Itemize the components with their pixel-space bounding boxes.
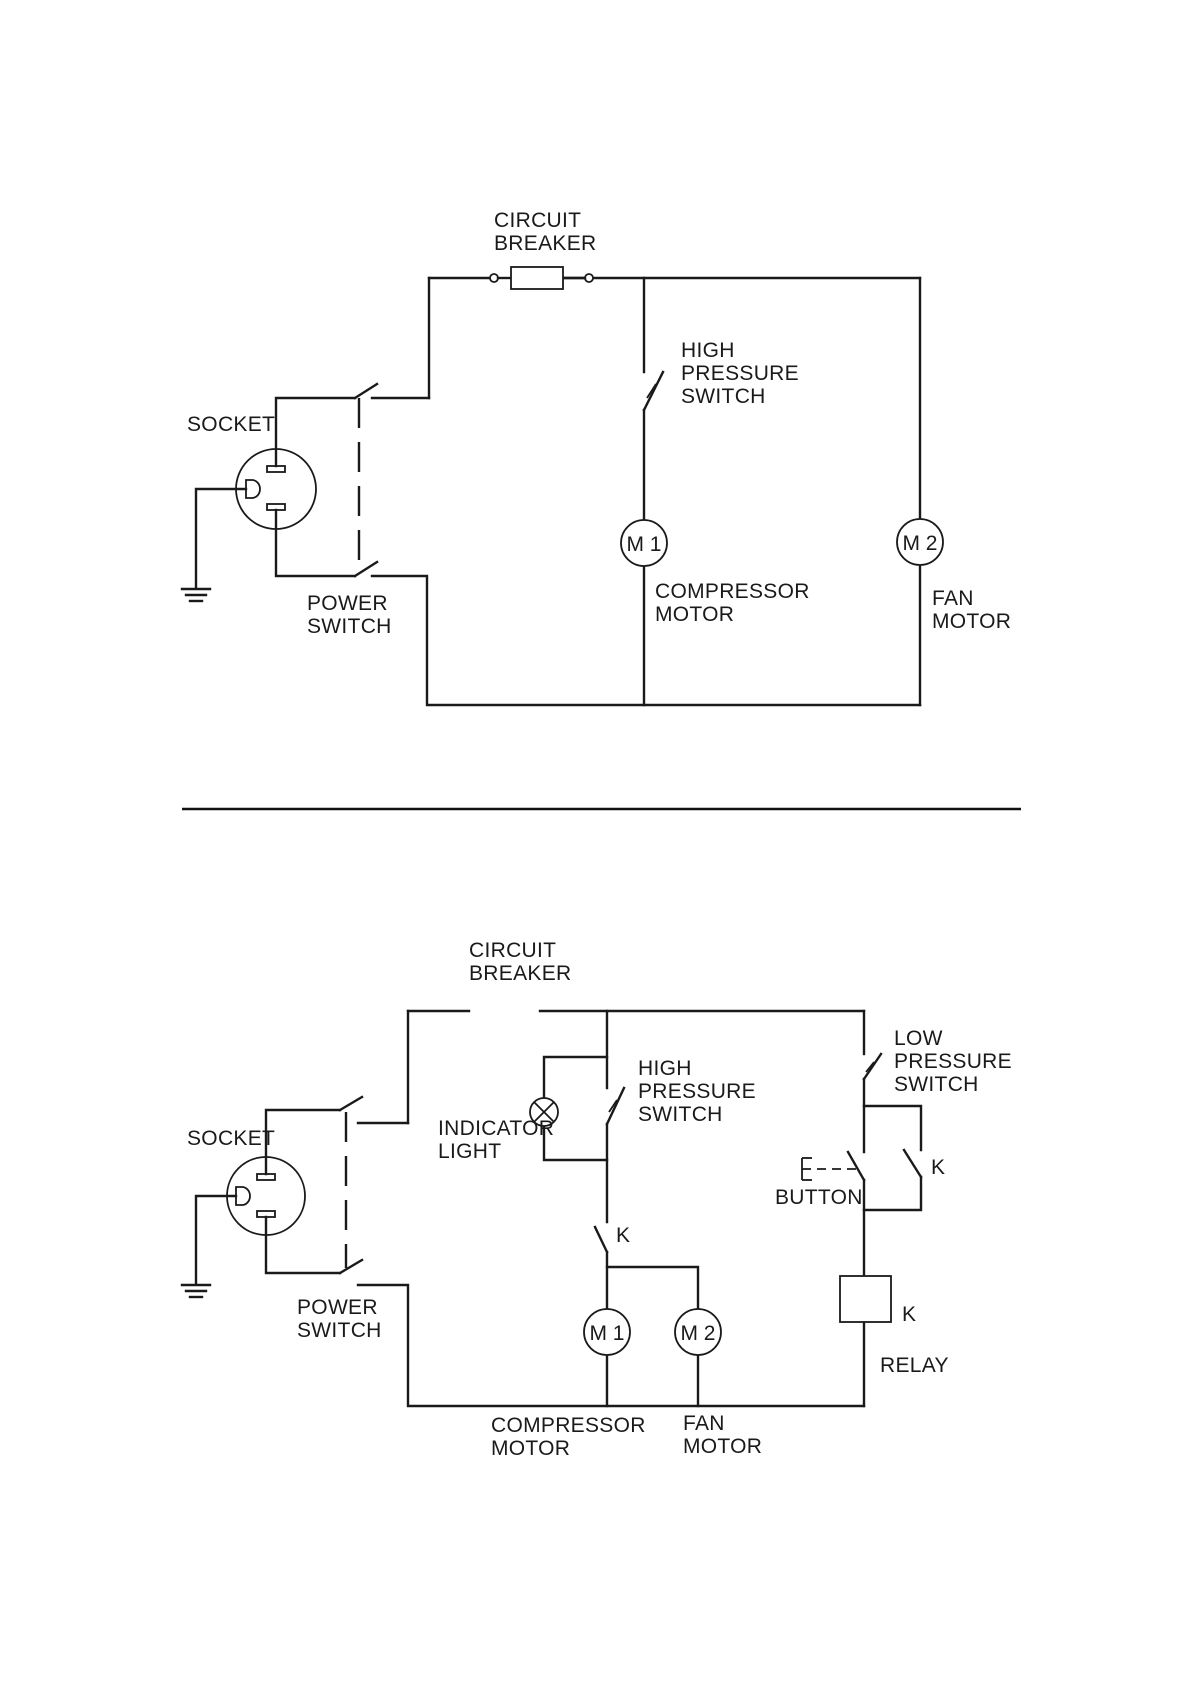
- top-power-switch: [355, 384, 377, 576]
- top-socket-label: SOCKET: [187, 413, 275, 436]
- bottom-circuit-breaker-label: CIRCUIT BREAKER: [469, 939, 571, 985]
- bottom-low-pressure-switch-label: LOW PRESSURE SWITCH: [894, 1027, 1012, 1096]
- bottom-button-label: BUTTON: [775, 1186, 863, 1209]
- bottom-power-switch-label: POWER SWITCH: [297, 1296, 382, 1342]
- top-motor2-text: M 2: [902, 532, 937, 555]
- bottom-relay-coil: [840, 1276, 891, 1322]
- bottom-fan-motor-label: FAN MOTOR: [683, 1412, 762, 1458]
- bottom-compressor-contact-k: [595, 1227, 607, 1252]
- bottom-relay-coil-k-label: K: [902, 1303, 916, 1326]
- bottom-button: [802, 1152, 864, 1180]
- bottom-ground-symbol: [182, 1285, 210, 1297]
- bottom-relay-hold-k-label: K: [931, 1156, 945, 1179]
- bottom-indicator-light-label: INDICATOR LIGHT: [438, 1117, 554, 1163]
- top-circuit: [182, 267, 943, 705]
- bottom-low-pressure-switch: [864, 1054, 881, 1079]
- bottom-wire-hold-loop: [864, 1106, 921, 1210]
- bottom-socket-label: SOCKET: [187, 1127, 275, 1150]
- bottom-relay-label: RELAY: [880, 1354, 949, 1377]
- bottom-motor2-text: M 2: [680, 1322, 715, 1345]
- top-fan-motor-label: FAN MOTOR: [932, 587, 1011, 633]
- top-high-pressure-switch: [644, 372, 663, 410]
- bottom-compressor-motor-label: COMPRESSOR MOTOR: [491, 1414, 646, 1460]
- bottom-wire-m2-branch: [607, 1267, 698, 1310]
- bottom-high-pressure-switch: [607, 1088, 624, 1124]
- top-circuit-breaker-label: CIRCUIT BREAKER: [494, 209, 596, 255]
- bottom-motor1-text: M 1: [589, 1322, 624, 1345]
- bottom-compressor-k-label: K: [616, 1224, 630, 1247]
- top-ground-symbol: [182, 589, 210, 601]
- top-compressor-motor-label: COMPRESSOR MOTOR: [655, 580, 810, 626]
- top-wire-bottom-rail: [372, 576, 920, 705]
- bottom-relay-hold-contact: [904, 1150, 921, 1177]
- top-high-pressure-switch-label: HIGH PRESSURE SWITCH: [681, 339, 799, 408]
- top-motor1-text: M 1: [626, 533, 661, 556]
- top-circuit-breaker: [490, 267, 593, 289]
- bottom-high-pressure-switch-label: HIGH PRESSURE SWITCH: [638, 1057, 756, 1126]
- top-power-switch-label: POWER SWITCH: [307, 592, 392, 638]
